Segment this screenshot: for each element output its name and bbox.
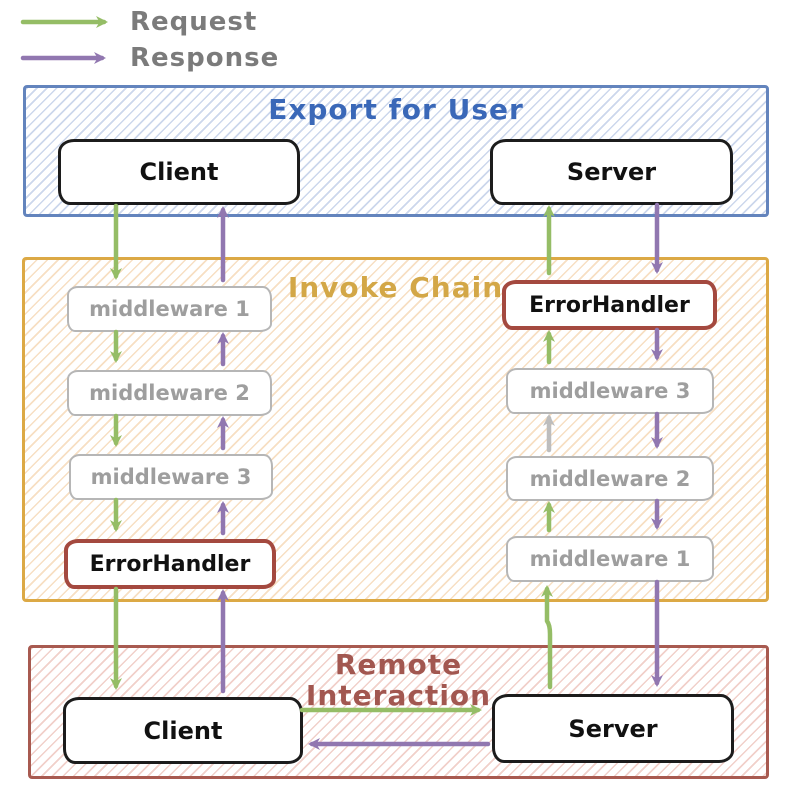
- middleware-3-left: middleware 3: [69, 454, 273, 500]
- server-node-bottom: Server: [492, 694, 734, 763]
- remote-section-title: Remote Interaction: [31, 649, 766, 711]
- middleware-1-left: middleware 1: [67, 286, 272, 332]
- invoke-chain-region: Invoke Chain middleware 1 middleware 2 m…: [22, 257, 769, 602]
- middleware-3-right: middleware 3: [506, 368, 714, 414]
- export-section-title: Export for User: [268, 93, 524, 126]
- server-node-top: Server: [490, 139, 733, 205]
- legend-response-label: Response: [130, 43, 280, 73]
- remote-title-line2: Interaction: [305, 679, 492, 712]
- export-for-user-region: Export for User Client Server: [23, 85, 769, 217]
- legend-request-label: Request: [130, 7, 258, 37]
- remote-title-line1: Remote: [334, 648, 463, 681]
- middleware-2-right: middleware 2: [506, 456, 714, 501]
- remote-interaction-region: Remote Interaction Client Server: [28, 645, 769, 779]
- errorhandler-right: ErrorHandler: [502, 280, 717, 330]
- middleware-2-left: middleware 2: [67, 370, 272, 416]
- client-node-bottom: Client: [63, 697, 303, 764]
- client-node-top: Client: [58, 139, 300, 205]
- invoke-section-title: Invoke Chain: [287, 271, 504, 304]
- errorhandler-left: ErrorHandler: [64, 539, 276, 589]
- middleware-1-right: middleware 1: [506, 536, 714, 582]
